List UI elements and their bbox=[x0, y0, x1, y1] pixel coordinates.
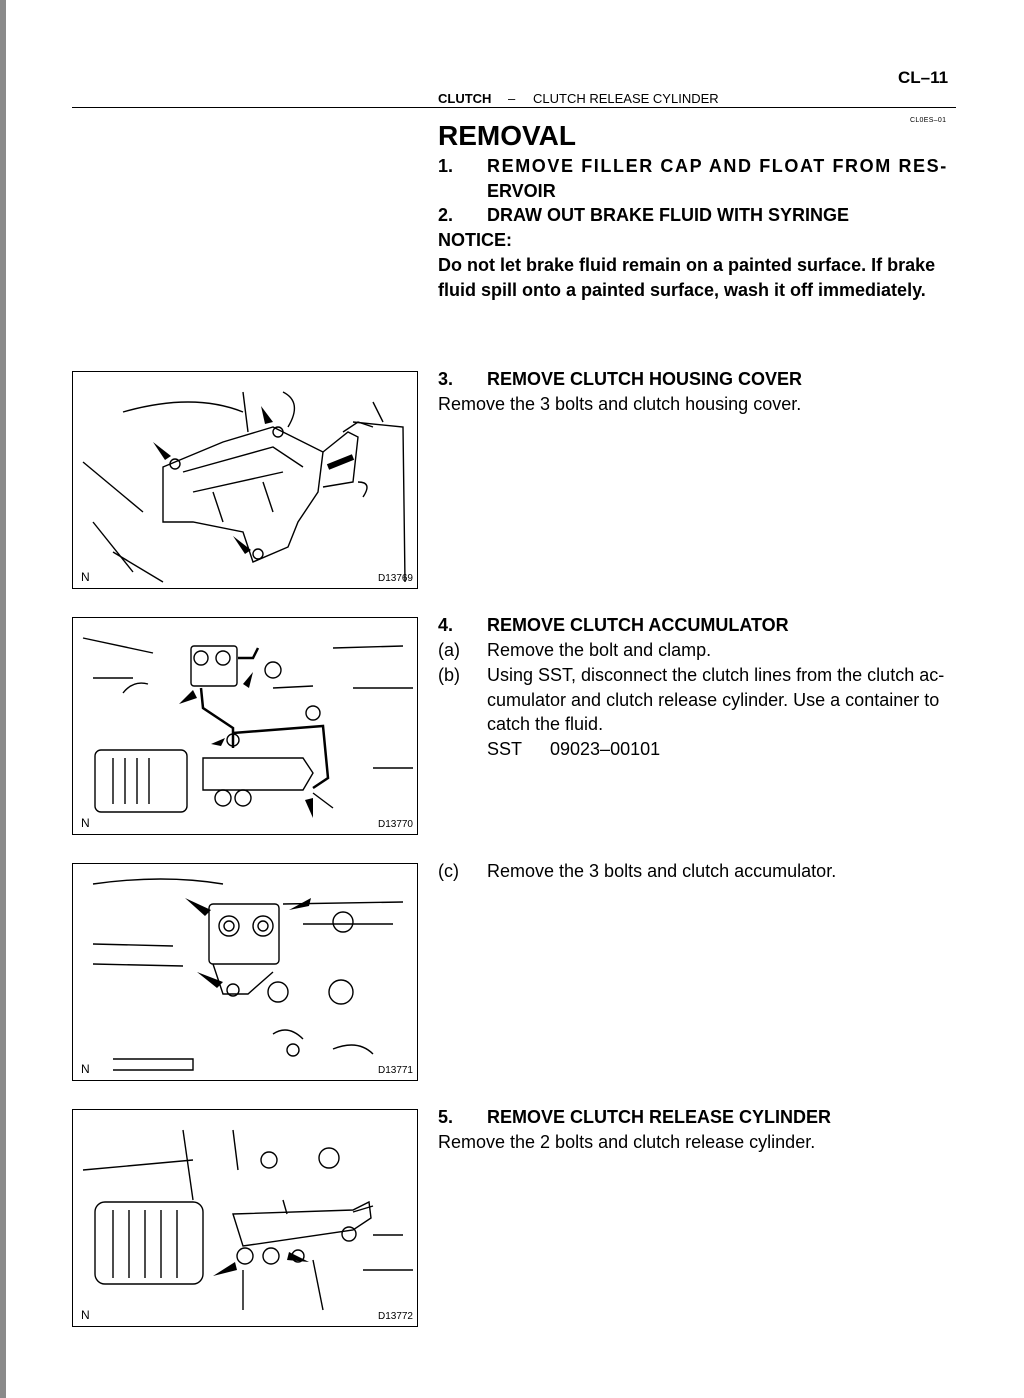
page-title: REMOVAL bbox=[438, 120, 576, 151]
figure-id: D13771 bbox=[377, 1065, 413, 1076]
figure-orientation-mark: N bbox=[81, 816, 90, 830]
step-4-heading: REMOVE CLUTCH ACCUMULATOR bbox=[487, 615, 789, 635]
figure-orientation-mark: N bbox=[81, 1062, 90, 1076]
sst-number: 09023–00101 bbox=[550, 738, 661, 759]
step-4c-text: Remove the 3 bolts and clutch accumulato… bbox=[487, 861, 837, 881]
step-4b-text-end: catch the fluid. bbox=[487, 714, 604, 734]
notice-label: NOTICE: bbox=[438, 230, 512, 250]
step-5-number: 5. bbox=[438, 1107, 454, 1127]
step-4b-label: (b) bbox=[438, 665, 460, 685]
step-3-body: Remove the 3 bolts and clutch housing co… bbox=[438, 394, 802, 414]
figure-id: D13772 bbox=[377, 1311, 413, 1322]
step-4a-text: Remove the bolt and clamp. bbox=[487, 640, 712, 660]
step-3-number: 3. bbox=[438, 369, 454, 389]
viewer-left-edge bbox=[0, 0, 6, 1398]
step-4b-text-cont: cumulator and clutch release cylinder. U… bbox=[487, 689, 940, 710]
figure-clutch-housing-cover: N D13769 bbox=[72, 371, 418, 589]
notice-text: Do not let brake fluid remain on a paint… bbox=[438, 255, 936, 275]
step-4c-label: (c) bbox=[438, 861, 459, 881]
figure-clutch-accumulator-bolts: N D13771 bbox=[72, 863, 418, 1081]
figure-orientation-mark: N bbox=[81, 570, 90, 584]
notice-text-cont: fluid spill onto a painted surface, wash… bbox=[438, 279, 926, 300]
step-3-heading: REMOVE CLUTCH HOUSING COVER bbox=[487, 369, 803, 389]
document-code: CL0ES–01 bbox=[910, 117, 947, 124]
section-title: CLUTCH bbox=[438, 91, 492, 106]
sst-label: SST bbox=[487, 738, 523, 759]
header-separator: – bbox=[508, 91, 516, 106]
step-4b-text: Using SST, disconnect the clutch lines f… bbox=[487, 665, 945, 685]
step-4a-label: (a) bbox=[438, 640, 460, 660]
figure-id: D13770 bbox=[377, 819, 413, 830]
step-1-number: 1. bbox=[438, 156, 454, 176]
figure-id: D13769 bbox=[377, 573, 413, 584]
step-2-number: 2. bbox=[438, 205, 454, 225]
step-2-heading: DRAW OUT BRAKE FLUID WITH SYRINGE bbox=[487, 205, 849, 225]
step-4-number: 4. bbox=[438, 615, 454, 635]
header-rule bbox=[72, 107, 956, 108]
step-5-body: Remove the 2 bolts and clutch release cy… bbox=[438, 1132, 816, 1152]
step-5-heading: REMOVE CLUTCH RELEASE CYLINDER bbox=[487, 1107, 832, 1127]
page-number: CL–11 bbox=[898, 68, 949, 87]
step-1-heading: REMOVE FILLER CAP AND FLOAT FROM RES- bbox=[487, 156, 948, 176]
subsection-title: CLUTCH RELEASE CYLINDER bbox=[533, 91, 719, 106]
figure-clutch-accumulator-lines: N D13770 bbox=[72, 617, 418, 835]
step-1-heading-cont: ERVOIR bbox=[487, 180, 556, 201]
figure-orientation-mark: N bbox=[81, 1308, 90, 1322]
figure-clutch-release-cylinder: N D13772 bbox=[72, 1109, 418, 1327]
